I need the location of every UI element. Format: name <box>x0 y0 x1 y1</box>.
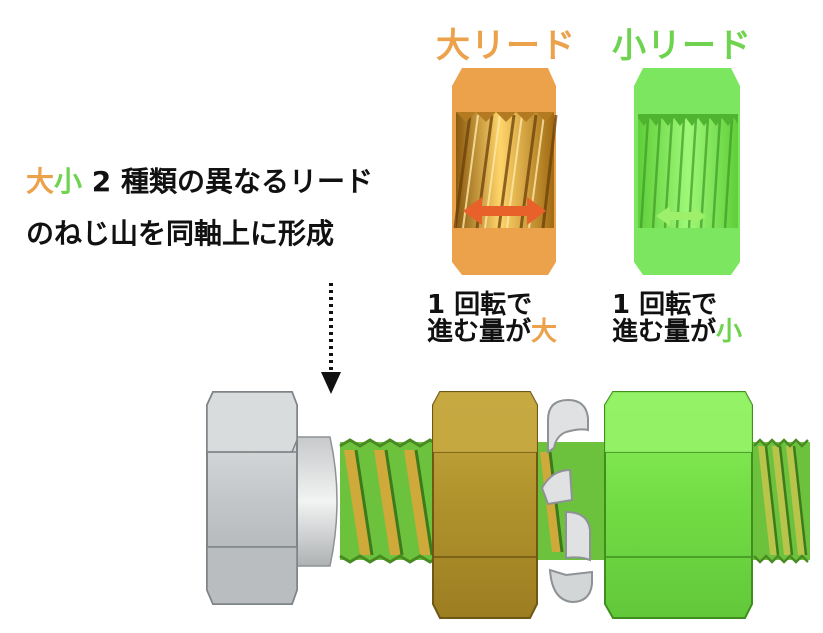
bolt-assembly <box>206 391 810 619</box>
description-line-1: 大小 2 種類の異なるリード <box>26 168 373 196</box>
desc-small-word: 小 <box>54 165 83 198</box>
desc-large-word: 大 <box>26 165 55 198</box>
desc-line1-rest: 2 種類の異なるリード <box>82 165 374 198</box>
small-lead-nut-section <box>634 68 740 275</box>
caption-large-line2: 進む量が大 <box>427 319 557 346</box>
description-line-2: のねじ山を同軸上に形成 <box>26 217 335 250</box>
caption-small-suffix: 小 <box>716 317 743 348</box>
large-lead-nut-section <box>452 68 558 275</box>
small-arrow-icon <box>656 206 706 226</box>
small-lead-title: 小リード <box>612 26 752 66</box>
double-headed-arrow-icon <box>463 197 546 225</box>
bolt-head <box>206 391 298 605</box>
caption-small-lead: 1 回転で 進む量が小 <box>612 290 742 347</box>
thread-section-large-lead <box>339 438 441 564</box>
dotted-down-arrow-icon <box>321 283 341 394</box>
spring-washer <box>540 398 593 604</box>
caption-small-line2: 進む量が小 <box>612 319 742 346</box>
bolt-shank <box>292 436 338 567</box>
caption-small-line1: 1 回転で <box>612 290 718 320</box>
caption-small-prefix: 進む量が <box>612 317 717 348</box>
small-lead-nut <box>604 391 753 619</box>
caption-large-lead: 1 回転で 進む量が大 <box>427 290 557 347</box>
large-lead-title: 大リード <box>436 26 576 66</box>
caption-large-suffix: 大 <box>531 317 558 348</box>
large-lead-nut <box>432 391 538 619</box>
caption-large-line1: 1 回転で <box>427 290 533 320</box>
thread-section-small-lead <box>753 438 809 564</box>
caption-large-prefix: 進む量が <box>427 317 532 348</box>
